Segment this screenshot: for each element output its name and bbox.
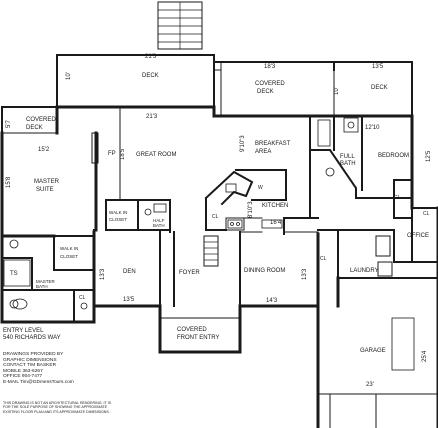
room-garage: GARAGE <box>360 348 386 354</box>
dim-breakfast-height: 9'10"3 <box>240 135 246 152</box>
room-walk-in-closet-b-line1: WALK IN <box>60 246 78 251</box>
kitchen-w-label: W <box>258 185 263 191</box>
room-office: OFFICE <box>407 233 429 239</box>
room-laundry: LAUNDRY <box>350 268 379 274</box>
credits-block: DRAWINGS PROVIDED BY GRAPHIC DIMENSIONS … <box>3 352 74 386</box>
dim-great-room-width: 21'3 <box>146 114 158 120</box>
room-full-bath-line2: BATH <box>340 161 356 167</box>
dim-garage-height: 25'4 <box>422 350 428 362</box>
dim-dining-height: 13'3 <box>302 268 308 280</box>
room-bedroom: BEDROOM <box>378 153 409 159</box>
closet-label-office: CL <box>423 211 430 217</box>
credits-line-6: E-MAIL Tim@GDmensTours.com <box>3 379 74 385</box>
room-master-suite-line2: SUITE <box>36 187 54 193</box>
dim-dining-width: 14'3 <box>266 298 278 304</box>
dim-great-room-height: 18'5 <box>120 148 126 160</box>
disclaimer-text: THIS DRAWING IS NOT AN ARCHITECTURAL REN… <box>3 401 112 414</box>
room-labels: DECK COVERED DECK DECK COVERED DECK MAST… <box>10 73 430 354</box>
room-breakfast-area-line1: BREAKFAST <box>255 141 291 147</box>
room-kitchen: KITCHEN <box>262 203 288 209</box>
room-dining-room: DINING ROOM <box>244 268 285 274</box>
room-half-bath-line2: BATH <box>153 223 165 228</box>
dim-master-width: 15'2 <box>38 147 50 153</box>
address-label: 540 RICHARDS WAY <box>3 335 61 341</box>
dim-bedroom-height: 12'5 <box>426 150 432 162</box>
room-covered-front-entry-line1: COVERED <box>177 327 207 333</box>
room-master-suite-line1: MASTER <box>34 179 60 185</box>
room-fp: FP <box>108 151 116 157</box>
dim-covered-deck-left-height: 5'7 <box>6 120 12 128</box>
room-covered-deck-left-line2: DECK <box>26 125 43 131</box>
dim-kitchen-width: 16'4 <box>270 220 282 226</box>
room-half-bath-line1: HALF <box>153 218 165 223</box>
room-master-bath-line1: MASTER <box>36 279 56 284</box>
credits-line-2: GRAPHIC DIMENSIONS <box>3 357 57 363</box>
entry-level-label: ENTRY LEVEL <box>3 328 44 334</box>
dim-covered-deck-height: 10' <box>334 87 340 95</box>
credits-line-1: DRAWINGS PROVIDED BY <box>3 352 64 357</box>
room-covered-deck-top-line2: DECK <box>257 89 274 95</box>
fixtures <box>3 117 415 371</box>
room-full-bath-line1: FULL <box>340 154 355 160</box>
room-walk-in-closet-a-line1: WALK IN <box>109 210 127 215</box>
closet-label-dining: CL <box>320 256 327 262</box>
room-walk-in-closet-a-line2: CLOSET <box>109 217 127 222</box>
dim-master-height: 15'8 <box>6 176 12 188</box>
disclaimer-block: THIS DRAWING IS NOT AN ARCHITECTURAL REN… <box>3 401 115 414</box>
room-covered-deck-top-line1: COVERED <box>255 81 285 87</box>
credits-line-5: OFFICE 904-7477 <box>3 374 43 380</box>
dim-den-height: 13'3 <box>100 268 106 280</box>
plan-caption: ENTRY LEVEL 540 RICHARDS WAY <box>3 328 61 342</box>
room-covered-deck-left-line1: COVERED <box>26 117 56 123</box>
credits-line-4: MOBILE 363-6267 <box>3 368 43 374</box>
room-covered-front-entry-line2: FRONT ENTRY <box>177 335 219 341</box>
dim-garage-width: 23' <box>366 382 374 388</box>
room-foyer: FOYER <box>179 270 200 276</box>
dim-deck-right-width: 13'5 <box>372 64 384 70</box>
dimension-labels: 21'3 10' 18'3 10' 13'5 5'7 21'3 15'2 15'… <box>6 54 432 388</box>
room-den: DEN <box>123 269 136 275</box>
credits-line-3: CONTACT TIM BASKER <box>3 363 57 369</box>
dim-covered-deck-width: 18'3 <box>264 64 276 70</box>
dim-deck-left-width: 21'3 <box>145 54 157 60</box>
room-great-room: GREAT ROOM <box>136 152 176 158</box>
closet-label-bedroom: CL <box>394 195 401 201</box>
dim-den-width: 13'5 <box>123 297 135 303</box>
closet-label-master: CL <box>79 295 86 301</box>
room-ts: TS <box>10 271 18 277</box>
room-walk-in-closet-b-line2: CLOSET <box>60 254 78 259</box>
room-deck-left: DECK <box>142 73 159 79</box>
room-master-bath-line2: BATH <box>36 284 48 289</box>
dim-bedroom-width: 12'10 <box>365 125 380 131</box>
closet-label-kitchen: CL <box>212 214 219 220</box>
room-breakfast-area-line2: AREA <box>255 149 271 155</box>
room-deck-right: DECK <box>371 85 388 91</box>
dim-kitchen-height: 8'10"3 <box>248 201 254 218</box>
dim-deck-left-height: 10' <box>66 72 72 80</box>
